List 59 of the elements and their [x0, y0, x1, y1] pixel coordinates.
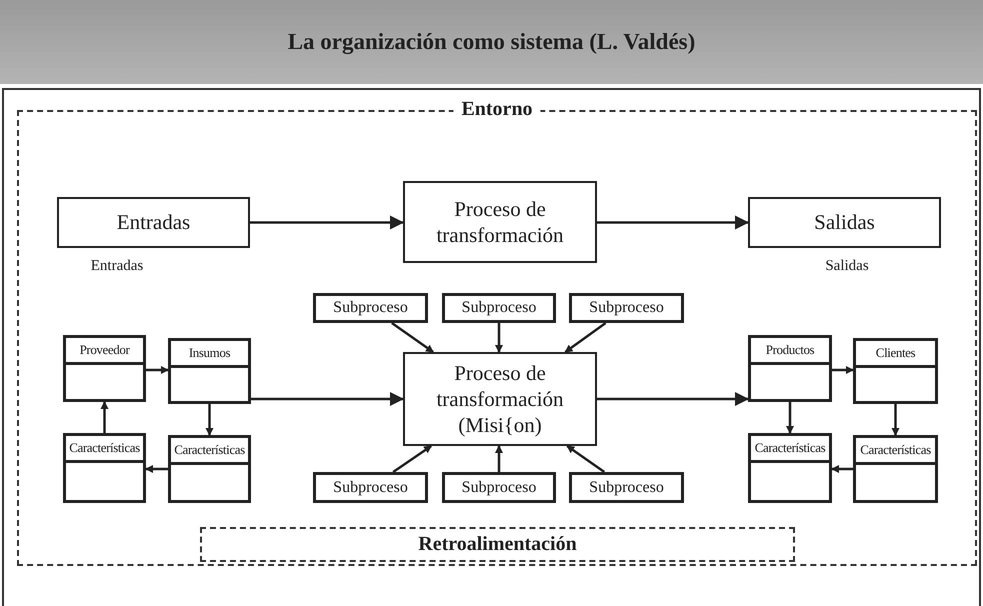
box-label: Entradas: [116, 209, 192, 236]
table-box: [63, 433, 146, 503]
arrow: [597, 216, 749, 230]
process-box: [403, 181, 597, 263]
box-label: Subproceso: [332, 298, 409, 318]
table-box: [748, 335, 832, 402]
table-header: Características: [856, 438, 935, 465]
subprocess-box: [569, 293, 684, 323]
arrow: [832, 366, 854, 374]
box-label: Proceso de transformación (Misi{on): [435, 360, 565, 438]
box-label: Proceso de transformación: [435, 196, 565, 248]
subprocess-box: [313, 293, 428, 323]
arrow: [145, 465, 168, 473]
feedback-box: [200, 527, 795, 562]
table-header: Insumos: [171, 341, 248, 368]
table-box: [168, 338, 251, 404]
process-box: [57, 197, 250, 248]
box-label: Subproceso: [460, 298, 538, 318]
group-label: Entradas: [90, 258, 144, 275]
arrow: [786, 402, 794, 434]
box-label: Subproceso: [332, 478, 409, 498]
arrow: [892, 404, 900, 436]
table-header: Características: [66, 436, 143, 463]
arrow: [100, 401, 108, 433]
arrow: [392, 444, 432, 474]
arrow: [495, 445, 503, 472]
feedback-label: Retroalimentación: [418, 533, 577, 556]
arrow: [597, 392, 749, 406]
process-box: [748, 197, 941, 248]
subprocess-box: [442, 293, 556, 323]
subprocess-box: [313, 472, 428, 503]
arrow: [251, 392, 404, 406]
table-box: [853, 435, 938, 503]
arrow: [564, 322, 606, 354]
arrow: [206, 404, 214, 436]
table-box: [748, 433, 832, 503]
process-box: [403, 352, 597, 446]
arrow: [391, 322, 434, 354]
box-label: Salidas: [813, 209, 876, 236]
table-header: Proveedor: [66, 338, 143, 365]
subprocess-box: [569, 472, 684, 503]
box-label: Subproceso: [588, 298, 665, 318]
box-label: Subproceso: [460, 478, 538, 498]
arrow: [831, 465, 853, 473]
arrow: [566, 444, 606, 474]
arrow: [250, 216, 404, 230]
table-box: [853, 338, 938, 404]
group-label: Salidas: [824, 258, 870, 275]
arrow: [146, 366, 169, 374]
table-box: [63, 335, 146, 402]
box-label: Subproceso: [588, 478, 665, 498]
subprocess-box: [442, 472, 556, 503]
arrow: [495, 323, 503, 353]
table-header: Productos: [751, 338, 829, 365]
table-header: Características: [751, 436, 829, 463]
table-header: Características: [171, 438, 248, 465]
table-box: [168, 435, 251, 503]
title: La organización como sistema (L. Valdés): [288, 29, 696, 55]
table-header: Clientes: [856, 341, 935, 368]
